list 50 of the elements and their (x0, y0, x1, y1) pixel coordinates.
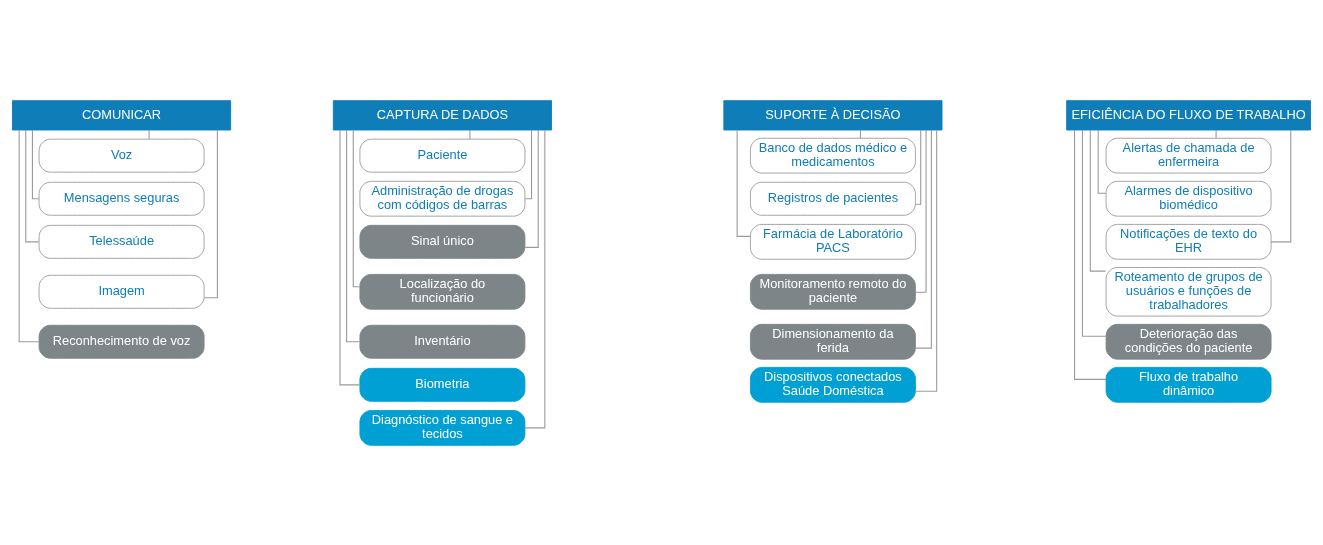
node-box: Farmácia de Laboratório PACS (749, 223, 916, 260)
connector (346, 129, 361, 342)
connector (914, 128, 922, 205)
node-box: SUPORTE À DECISÃO (723, 99, 943, 130)
node-box: Mensagens seguras (38, 181, 205, 216)
node-box: Dimensionamento da ferida (749, 323, 916, 360)
connector (25, 129, 40, 242)
node-box: Roteamento de grupos de usuários e funções de trabalhadores (1105, 266, 1272, 317)
node-box: Fluxo de trabalho dinâmico (1105, 366, 1272, 403)
node-box: Alarmes de dispositivo biomédico (1105, 180, 1272, 217)
node-box: Reconhecimento de voz (38, 324, 205, 359)
node-box: Biometria (359, 367, 526, 402)
node-box: Dispositivos conectados Saúde Doméstica (749, 366, 916, 403)
connector (914, 129, 938, 392)
connector (18, 129, 40, 342)
node-box: Voz (38, 138, 205, 173)
connector (1215, 129, 1217, 139)
node-box: Deterioração das condições do paciente (1105, 323, 1272, 360)
node-box: Inventário (359, 324, 526, 359)
connector (1074, 129, 1107, 380)
connector (339, 129, 361, 385)
node-box: Imagem (38, 274, 205, 309)
connector (524, 129, 546, 428)
node-box: COMUNICAR (12, 99, 232, 130)
node-box: Alertas de chamada de enfermeira (1105, 137, 1272, 174)
connector (1270, 129, 1292, 242)
node-box: Telessaúde (38, 224, 205, 259)
connector (524, 129, 539, 248)
connector (31, 129, 40, 199)
connector (915, 129, 927, 293)
connector (1089, 129, 1107, 272)
connector (148, 129, 150, 139)
connector (524, 129, 533, 199)
connector (915, 129, 932, 349)
node-box: Registros de pacientes (749, 181, 916, 216)
node-box: Administração de drogas com códigos de barras (359, 180, 526, 217)
node-box: Notificações de texto do EHR (1105, 223, 1272, 260)
node-box: CAPTURA DE DADOS (332, 99, 552, 130)
connector (1097, 129, 1107, 194)
node-box: Banco de dados médico e medicamentos (749, 137, 916, 174)
node-box: Paciente (359, 138, 526, 173)
connector (736, 129, 751, 237)
node-box: Monitoramento remoto do paciente (749, 273, 916, 310)
connector (352, 129, 361, 287)
node-box: Localização do funcionário (359, 273, 526, 310)
node-box: EFICIÊNCIA DO FLUXO DE TRABALHO (1066, 99, 1311, 130)
connector (469, 129, 471, 139)
node-box: Diagnóstico de sangue e tecidos (359, 409, 526, 446)
node-box: Sinal único (359, 224, 526, 259)
connector (1081, 129, 1107, 337)
